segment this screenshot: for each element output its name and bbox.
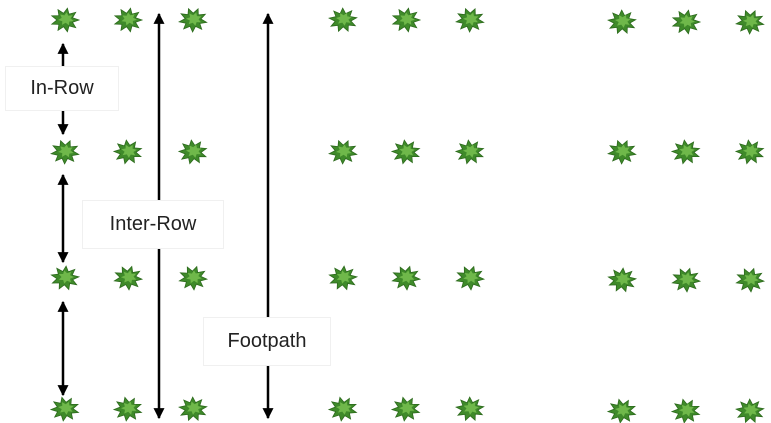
plants-layer <box>49 7 766 423</box>
footpath-label: Footpath <box>203 317 331 366</box>
plant-icon <box>455 7 485 33</box>
plant-icon <box>328 139 358 165</box>
in-row-label: In-Row <box>5 66 119 111</box>
plant-icon <box>49 396 80 422</box>
plant-icon <box>735 267 766 293</box>
plant-icon <box>455 396 485 422</box>
plant-icon <box>178 265 209 291</box>
plant-icon <box>390 139 421 165</box>
plant-icon <box>178 396 208 422</box>
plant-icon <box>50 265 81 291</box>
plant-icon <box>112 139 143 165</box>
plant-icon <box>670 398 701 423</box>
plant-icon <box>177 139 208 165</box>
inter-row-label: Inter-Row <box>82 200 224 249</box>
plant-icon <box>671 267 702 293</box>
plant-icon <box>113 7 144 33</box>
plant-icon <box>328 265 359 291</box>
plant-icon <box>607 139 637 165</box>
plant-icon <box>50 139 80 165</box>
plant-icon <box>607 9 637 35</box>
plant-icon <box>734 139 765 165</box>
plant-icon <box>328 7 358 33</box>
plant-icon <box>606 398 637 423</box>
plant-icon <box>327 396 358 422</box>
plant-icon <box>113 265 144 291</box>
plant-icon <box>735 9 765 35</box>
plant-icon <box>390 396 421 422</box>
plant-icon <box>178 7 208 33</box>
plant-icon <box>391 265 422 291</box>
plant-icon <box>50 7 81 33</box>
plant-icon <box>454 139 485 165</box>
plant-icon <box>670 139 701 165</box>
plant-icon <box>735 398 765 423</box>
plant-icon <box>607 267 638 293</box>
plant-icon <box>112 396 143 422</box>
plant-icon <box>455 265 486 291</box>
plant-icon <box>391 7 422 33</box>
plant-icon <box>671 9 702 35</box>
